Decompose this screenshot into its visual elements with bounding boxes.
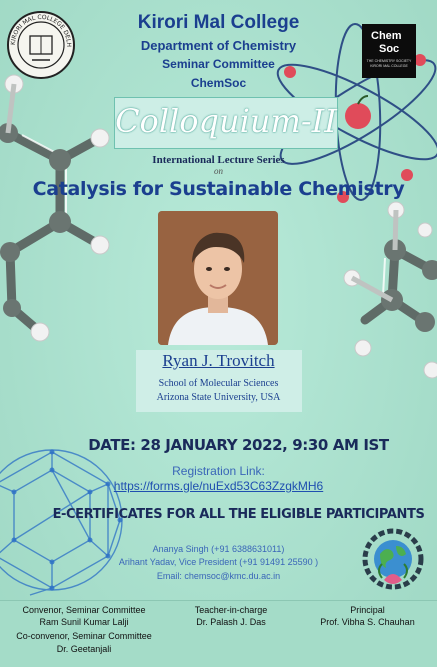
sustainability-earth-icon — [362, 528, 424, 594]
lecture-topic: Catalysis for Sustainable Chemistry — [32, 178, 405, 200]
lecture-series: International Lecture Series — [152, 154, 285, 166]
contact-email[interactable]: Email: chemsoc@kmc.du.ac.in — [156, 571, 281, 581]
speaker-affiliation-1: School of Molecular Sciences — [158, 378, 279, 389]
convenor-name: Ram Sunil Kumar Lalji — [39, 617, 129, 627]
registration-label: Registration Link: — [172, 464, 265, 478]
society-name: ChemSoc — [190, 76, 247, 90]
teacher-name: Dr. Palash J. Das — [196, 617, 266, 627]
event-date: DATE: 28 JANUARY 2022, 9:30 AM IST — [88, 436, 389, 454]
speaker-info-box — [136, 350, 302, 412]
contact-line-1: Ananya Singh (+91 6388631011) — [152, 544, 285, 554]
contact-line-2: Arihant Yadav, Vice President (+91 91491… — [118, 557, 319, 567]
atom-apple-icon — [276, 23, 437, 203]
speaker-photo — [158, 211, 278, 345]
department-name: Department of Chemistry — [140, 38, 297, 53]
chemsoc-logo-caption: THE CHEMISTRY SOCIETY KIRORI MAL COLLEGE — [366, 59, 412, 68]
coconvenor-name: Dr. Geetanjali — [56, 644, 112, 654]
chemsoc-logo-icon: Chem Soc THE CHEMISTRY SOCIETY KIRORI MA… — [362, 24, 416, 78]
principal-role: Principal — [350, 605, 385, 615]
principal-name: Prof. Vibha S. Chauhan — [320, 617, 415, 627]
footer: Convenor, Seminar Committee Ram Sunil Ku… — [0, 600, 437, 667]
college-name: Kirori Mal College — [137, 12, 300, 33]
teacher-role: Teacher-in-charge — [194, 605, 268, 615]
registration-link[interactable]: https://forms.gle/nuExd53C63ZzgkMH6 — [113, 479, 324, 493]
certificate-notice: E-CERTIFICATES FOR ALL THE ELIGIBLE PART… — [52, 507, 425, 522]
event-title: Colloquium-II — [115, 102, 337, 140]
speaker-name: Ryan J. Trovitch — [162, 351, 275, 370]
coconvenor-role: Co-convenor, Seminar Committee — [16, 631, 152, 641]
committee-name: Seminar Committee — [162, 57, 275, 71]
chemsoc-logo-line2: Soc — [379, 43, 400, 55]
chemsoc-logo-line1: Chem — [371, 30, 402, 42]
speaker-affiliation-2: Arizona State University, USA — [156, 392, 281, 403]
on-label: on — [214, 166, 223, 176]
convenor-role: Convenor, Seminar Committee — [22, 605, 146, 615]
college-seal-icon: KIRORI MAL COLLEGE DELHI — [5, 5, 76, 80]
event-title-box: Colloquium-II — [114, 97, 338, 149]
